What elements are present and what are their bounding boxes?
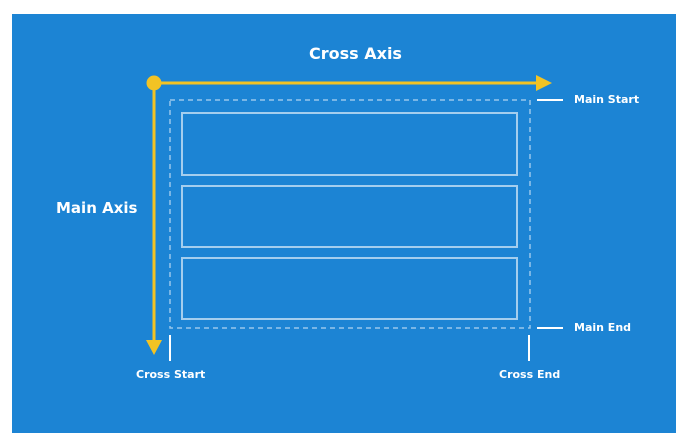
main-axis-label: Main Axis <box>56 199 138 217</box>
flex-item-1 <box>181 112 518 176</box>
cross-axis-arrowhead <box>536 75 552 91</box>
main-start-label: Main Start <box>574 93 640 106</box>
container-outline <box>169 99 531 329</box>
flex-item-3 <box>181 257 518 320</box>
flex-item-2 <box>181 185 518 248</box>
axis-origin-dot <box>146 75 162 91</box>
main-axis-arrowhead <box>146 340 162 355</box>
cross-axis-label: Cross Axis <box>309 44 402 63</box>
main-end-label: Main End <box>574 321 632 334</box>
cross-end-label: Cross End <box>499 368 561 381</box>
cross-start-label: Cross Start <box>136 368 206 381</box>
